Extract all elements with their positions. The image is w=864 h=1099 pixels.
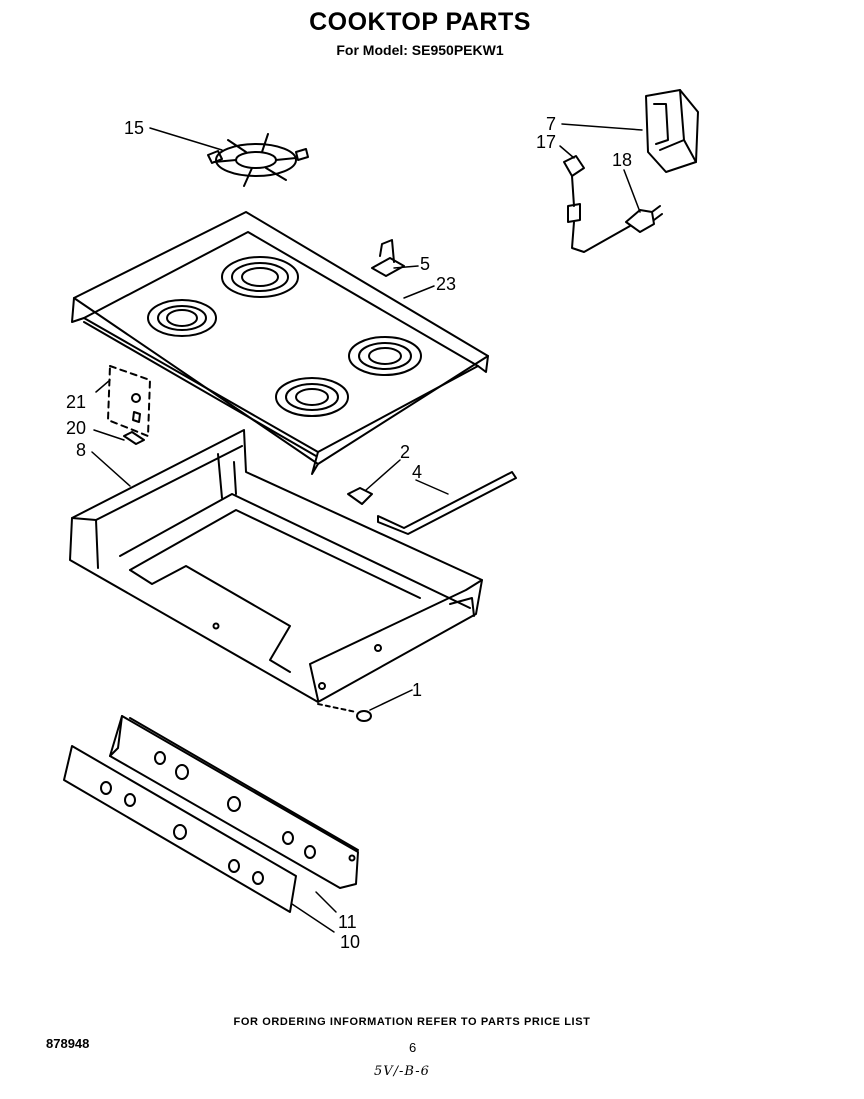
callout-2: 2 — [400, 442, 410, 462]
callout-11: 11 — [338, 912, 357, 932]
burner-box-part — [69, 429, 483, 703]
callout-20: 20 — [66, 418, 86, 438]
cooktop-main-top-part — [71, 211, 489, 475]
callout-4: 4 — [412, 462, 422, 482]
callout-10: 10 — [340, 932, 360, 952]
burner-grate-part — [207, 133, 309, 187]
burner-tube-part — [347, 471, 517, 535]
page-number: 6 — [409, 1040, 417, 1055]
page-title: COOKTOP PARTS — [309, 8, 531, 36]
callout-7: 7 — [546, 114, 556, 134]
handwritten-code: 5V/-B-6 — [374, 1064, 430, 1079]
panel-cover-part — [63, 745, 297, 913]
wire-harness-part — [563, 155, 663, 253]
callout-15: 15 — [124, 118, 144, 138]
callout-23: 23 — [436, 274, 456, 294]
screw-part — [317, 703, 372, 722]
leader-lines — [91, 123, 643, 933]
control-panel-part — [109, 715, 359, 889]
document-number: 878948 — [46, 1036, 90, 1051]
callout-21: 21 — [66, 392, 86, 412]
callout-5: 5 — [420, 254, 430, 274]
callout-17: 17 — [536, 132, 556, 152]
clip-part — [371, 239, 405, 277]
bracket-part — [107, 365, 151, 445]
electrical-box-part — [645, 89, 699, 173]
callout-1: 1 — [412, 680, 422, 700]
model-subtitle: For Model: SE950PEKW1 — [336, 42, 504, 58]
callout-18: 18 — [612, 150, 632, 170]
ordering-info-note: FOR ORDERING INFORMATION REFER TO PARTS … — [233, 1016, 591, 1028]
callout-8: 8 — [76, 440, 86, 460]
